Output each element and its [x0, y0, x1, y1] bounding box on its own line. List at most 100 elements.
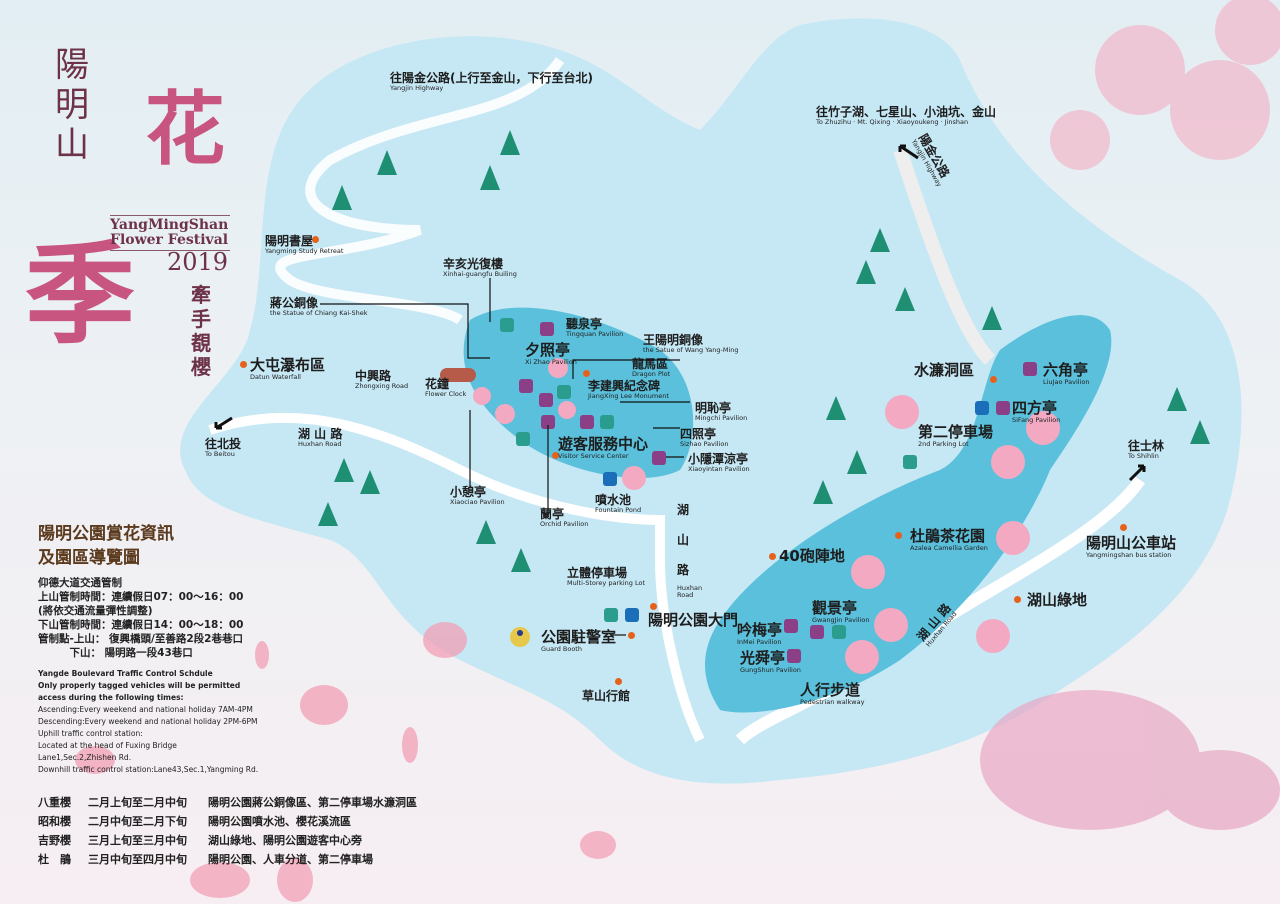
- label-en: LiuJao Pavilion: [1043, 377, 1090, 386]
- poi-dot: [895, 532, 902, 539]
- toilet-icons: [500, 318, 917, 639]
- title-subtitle: 牽手覩櫻: [191, 283, 211, 379]
- label-zh: 光舜亭: [740, 649, 786, 667]
- bloom-flower: 八重櫻: [38, 796, 71, 809]
- label-zh: 第二停車場: [918, 423, 994, 441]
- label-zh: 往竹子湖、七星山、小油坑、金山: [816, 105, 997, 119]
- label-zh: 四照亭: [680, 427, 717, 441]
- label-zh: 李建興紀念碑: [588, 379, 661, 393]
- pavilion-icons: [519, 322, 1037, 663]
- label-zh: 往陽金公路(上行至金山，下行至台北): [390, 71, 593, 85]
- leader-lines: [320, 278, 690, 636]
- label-en: Guard Booth: [541, 644, 582, 653]
- arrow-north-icon: [898, 144, 919, 160]
- road-yangjin-north: [893, 147, 996, 365]
- bloom-period: 二月上旬至二月中旬: [88, 796, 187, 809]
- label-en: the Statue of Chiang Kai-Shek: [270, 309, 368, 318]
- poi-dot: [628, 632, 635, 639]
- poi-dot: [650, 603, 657, 610]
- info-line: access during the following times:: [38, 693, 184, 702]
- title-en-line2: Flower Festival: [110, 232, 229, 248]
- label-zh: 往北投: [205, 437, 242, 451]
- label-zh: 湖山綠地: [1027, 591, 1088, 609]
- bloom-place: 湖山綠地、陽明公園遊客中心旁: [208, 834, 362, 847]
- label-zh: 大屯瀑布區: [250, 356, 326, 374]
- label-en: To Beitou: [205, 450, 235, 459]
- park-area-east: [705, 315, 1112, 713]
- map-label: 陽明公園大門: [648, 612, 738, 629]
- bloom-place: 陽明公園蔣公銅像區、第二停車場水濂洞區: [208, 796, 417, 809]
- info-line: Yangde Boulevard Traffic Control Schdule: [38, 669, 213, 678]
- info-line: (將依交通流量彈性調整): [38, 605, 153, 617]
- bloom-flower: 昭和櫻: [38, 815, 71, 828]
- label-zh: 杜鵑茶花園: [910, 527, 986, 545]
- info-line: Descending:Every weekend and national ho…: [38, 717, 258, 726]
- label-zh: 明恥亭: [695, 401, 732, 415]
- petals: [75, 622, 616, 902]
- info-line: 上山管制時間：連續假日07：00～16：00: [38, 591, 244, 603]
- map-label: 往陽金公路(上行至金山，下行至台北)Yangjin Highway: [390, 71, 593, 92]
- label-zh: 水濂洞區: [914, 361, 975, 379]
- label-zh: 噴水池: [595, 493, 632, 507]
- label-en: Huxhan Road: [298, 440, 342, 449]
- info-line: Located at the head of Fuxing Bridge: [38, 741, 177, 750]
- label-en: SiFang Pavilion: [1012, 415, 1061, 424]
- label-zh: 陽明書屋: [265, 234, 314, 248]
- flower-clock: [440, 368, 476, 382]
- info-heading: 陽明公園賞花資訊: [38, 524, 174, 544]
- label-en: Fountain Pond: [595, 506, 642, 515]
- bloom-flower: 吉野櫻: [38, 834, 71, 847]
- title-year: 2019: [167, 248, 229, 276]
- label-zh: 往士林: [1128, 439, 1165, 453]
- bloom-period: 三月上旬至三月中旬: [88, 834, 187, 847]
- label-zh: 立體停車場: [567, 566, 628, 580]
- label-en: Zhongxing Road: [355, 382, 409, 391]
- label-zh: 蔣公銅像: [270, 296, 319, 310]
- label-zh: 觀景亭: [812, 599, 858, 617]
- title-ji: 季: [25, 230, 135, 359]
- label-zh: 王陽明銅像: [643, 333, 704, 347]
- label-zh: 草山行館: [582, 689, 631, 703]
- info-line: Only properly tagged vehicles will be pe…: [38, 681, 241, 690]
- title-hua: 花: [145, 82, 225, 176]
- info-line: 下山管制時間：連續假日14：00～18：00: [38, 619, 244, 631]
- label-en: Xinhai-guangfu Builing: [443, 270, 517, 279]
- blossom-tree-painting: [980, 690, 1280, 830]
- poi-dot: [990, 376, 997, 383]
- label-zh: 龍馬區: [632, 357, 669, 371]
- label-en: Orchid Pavilion: [540, 520, 589, 529]
- bloom-period: 二月中旬至二月下旬: [88, 815, 187, 828]
- map-label: 草山行館: [582, 689, 631, 703]
- label-en: Dragon Plot: [632, 370, 671, 379]
- arrow-beitou-icon: [214, 416, 233, 430]
- info-line: 下山： 陽明路一段43巷口: [38, 647, 193, 659]
- poi-dot: [240, 361, 247, 368]
- map-area: [180, 18, 1242, 784]
- road-huxhan: [208, 412, 705, 743]
